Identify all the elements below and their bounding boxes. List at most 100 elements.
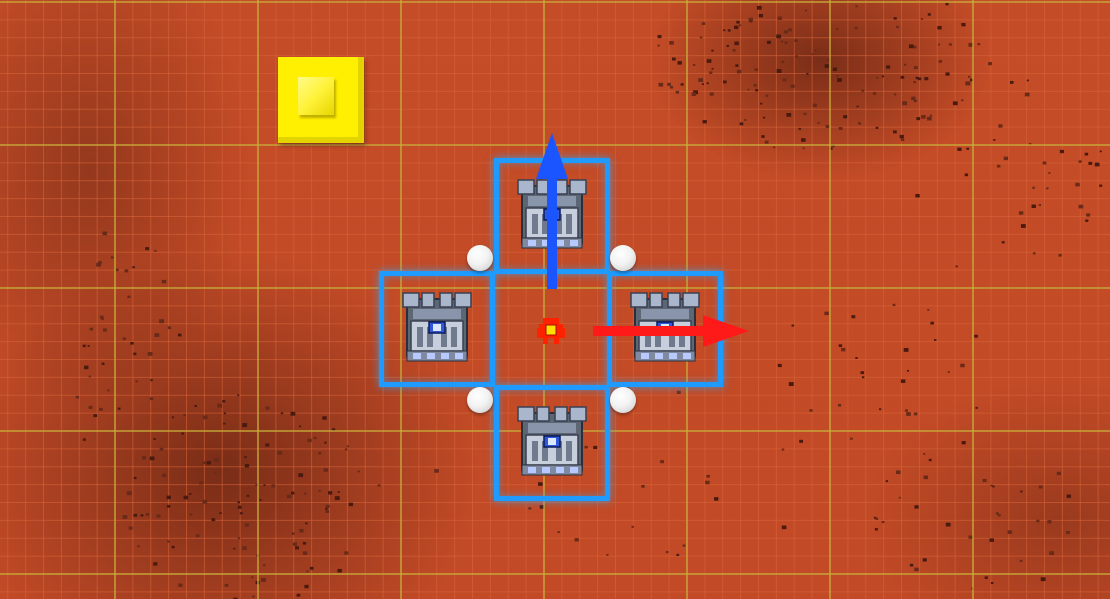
turret-icon[interactable] — [512, 403, 592, 483]
rock-debris-pebble — [295, 546, 300, 550]
rock-debris-pebble — [87, 345, 90, 347]
rock-debris-pebble — [906, 412, 911, 416]
rock-debris-pebble — [1020, 224, 1026, 228]
rock-debris-pebble — [280, 412, 284, 415]
rock-debris-pebble — [811, 53, 814, 56]
rock-debris-pebble — [736, 69, 742, 74]
rock-debris-pebble — [747, 88, 750, 91]
rock-debris-pebble — [739, 122, 744, 126]
white-orb-icon[interactable] — [610, 245, 636, 271]
rock-debris-pebble — [348, 502, 354, 507]
rock-debris-pebble — [224, 583, 229, 587]
rock-debris-pebble — [898, 496, 901, 499]
rock-debris-pebble — [344, 551, 349, 555]
rock-debris-pebble — [977, 43, 981, 46]
selection-cell-bottom[interactable] — [494, 385, 610, 501]
rock-debris-pebble — [309, 566, 314, 570]
rock-debris-pebble — [997, 514, 1001, 517]
rock-debris-pebble — [920, 18, 924, 20]
rock-debris-pebble — [677, 61, 682, 65]
rock-debris-pebble — [824, 64, 830, 68]
rock-debris-pebble — [909, 563, 914, 567]
rock-debris-pebble — [178, 583, 183, 587]
rock-debris-pebble — [1094, 162, 1100, 167]
player-marker-icon[interactable] — [535, 314, 567, 346]
rock-debris-pebble — [304, 492, 307, 495]
rock-debris-pebble — [346, 445, 349, 448]
rock-debris-pebble — [166, 495, 171, 500]
rock-debris-pebble — [699, 36, 703, 39]
rock-debris-pebble — [831, 144, 835, 148]
rock-debris-pebble — [199, 480, 204, 485]
rock-debris-pebble — [788, 28, 792, 32]
white-orb-icon[interactable] — [467, 387, 493, 413]
rock-debris-pebble — [669, 41, 674, 45]
rock-debris-pebble — [302, 541, 307, 545]
white-orb-icon[interactable] — [467, 245, 493, 271]
white-orb-icon[interactable] — [610, 387, 636, 413]
rock-debris-pebble — [709, 92, 714, 96]
rock-debris-pebble — [214, 471, 217, 474]
rock-debris-pebble — [928, 458, 932, 462]
rock-debris-pebble — [126, 491, 132, 496]
rock-debris-pebble — [913, 412, 918, 416]
rock-debris-pebble — [809, 409, 813, 412]
rock-debris-pebble — [957, 147, 962, 151]
rock-debris-pebble — [1032, 186, 1035, 189]
rock-debris-pebble — [93, 414, 98, 418]
rock-debris-pebble — [814, 49, 817, 52]
rock-debris-pebble — [318, 489, 321, 492]
rock-debris-pebble — [923, 452, 926, 455]
rock-debris-pebble — [706, 59, 712, 63]
rock-debris-pebble — [115, 268, 119, 272]
yellow-cube-icon[interactable] — [278, 57, 364, 143]
rock-debris-pebble — [88, 405, 93, 409]
selection-cell-left[interactable] — [379, 271, 495, 387]
rock-debris-pebble — [239, 512, 243, 515]
rock-debris-pebble — [237, 537, 241, 540]
rock-debris-pebble — [304, 584, 309, 589]
rock-debris-pebble — [680, 83, 684, 86]
rock-debris-pebble — [736, 20, 740, 24]
rock-debris-pebble — [996, 164, 1001, 168]
rock-debris-pebble — [277, 450, 283, 455]
rock-debris-pebble — [783, 30, 788, 34]
rock-debris-pebble — [675, 90, 680, 94]
arrow-right-icon[interactable] — [593, 314, 749, 348]
rock-debris-pebble — [705, 480, 710, 485]
rock-debris-pebble — [1046, 187, 1049, 190]
rock-debris-pebble — [692, 64, 696, 66]
rock-debris-pebble — [913, 81, 916, 84]
rock-debris-pebble — [945, 522, 951, 527]
rock-debris-pebble — [1032, 252, 1036, 255]
rock-debris-pebble — [1059, 149, 1064, 154]
rock-debris-pebble — [1003, 156, 1009, 161]
rock-debris-pebble — [1086, 213, 1091, 217]
rock-debris-pebble — [760, 102, 763, 105]
rock-debris-pebble — [265, 406, 270, 410]
rock-debris-pebble — [926, 116, 932, 121]
rock-debris-pebble — [908, 44, 914, 49]
rock-debris-pebble — [934, 339, 937, 341]
arrow-up-icon[interactable] — [535, 133, 569, 289]
rock-debris-pebble — [606, 554, 609, 556]
rock-debris-pebble — [291, 532, 295, 535]
turret-icon[interactable] — [397, 289, 477, 369]
rock-debris-pebble — [99, 315, 104, 319]
rock-debris-pebble — [945, 2, 949, 6]
rock-debris-pebble — [233, 547, 236, 550]
rock-debris-pebble — [702, 120, 707, 124]
rock-debris-pebble — [183, 414, 186, 417]
rock-debris-pebble — [876, 76, 879, 79]
rock-debris-pebble — [183, 495, 189, 500]
rock-debris-pebble — [961, 441, 966, 445]
rock-debris-pebble — [726, 44, 729, 47]
rock-debris-pebble — [332, 428, 336, 431]
rock-debris-pebble — [782, 78, 787, 82]
rock-debris-pebble — [97, 261, 102, 265]
rock-debris-pebble — [1049, 551, 1055, 556]
rock-debris-pebble — [829, 147, 833, 150]
rock-debris-pebble — [803, 112, 807, 116]
rock-debris-pebble — [1047, 520, 1052, 524]
